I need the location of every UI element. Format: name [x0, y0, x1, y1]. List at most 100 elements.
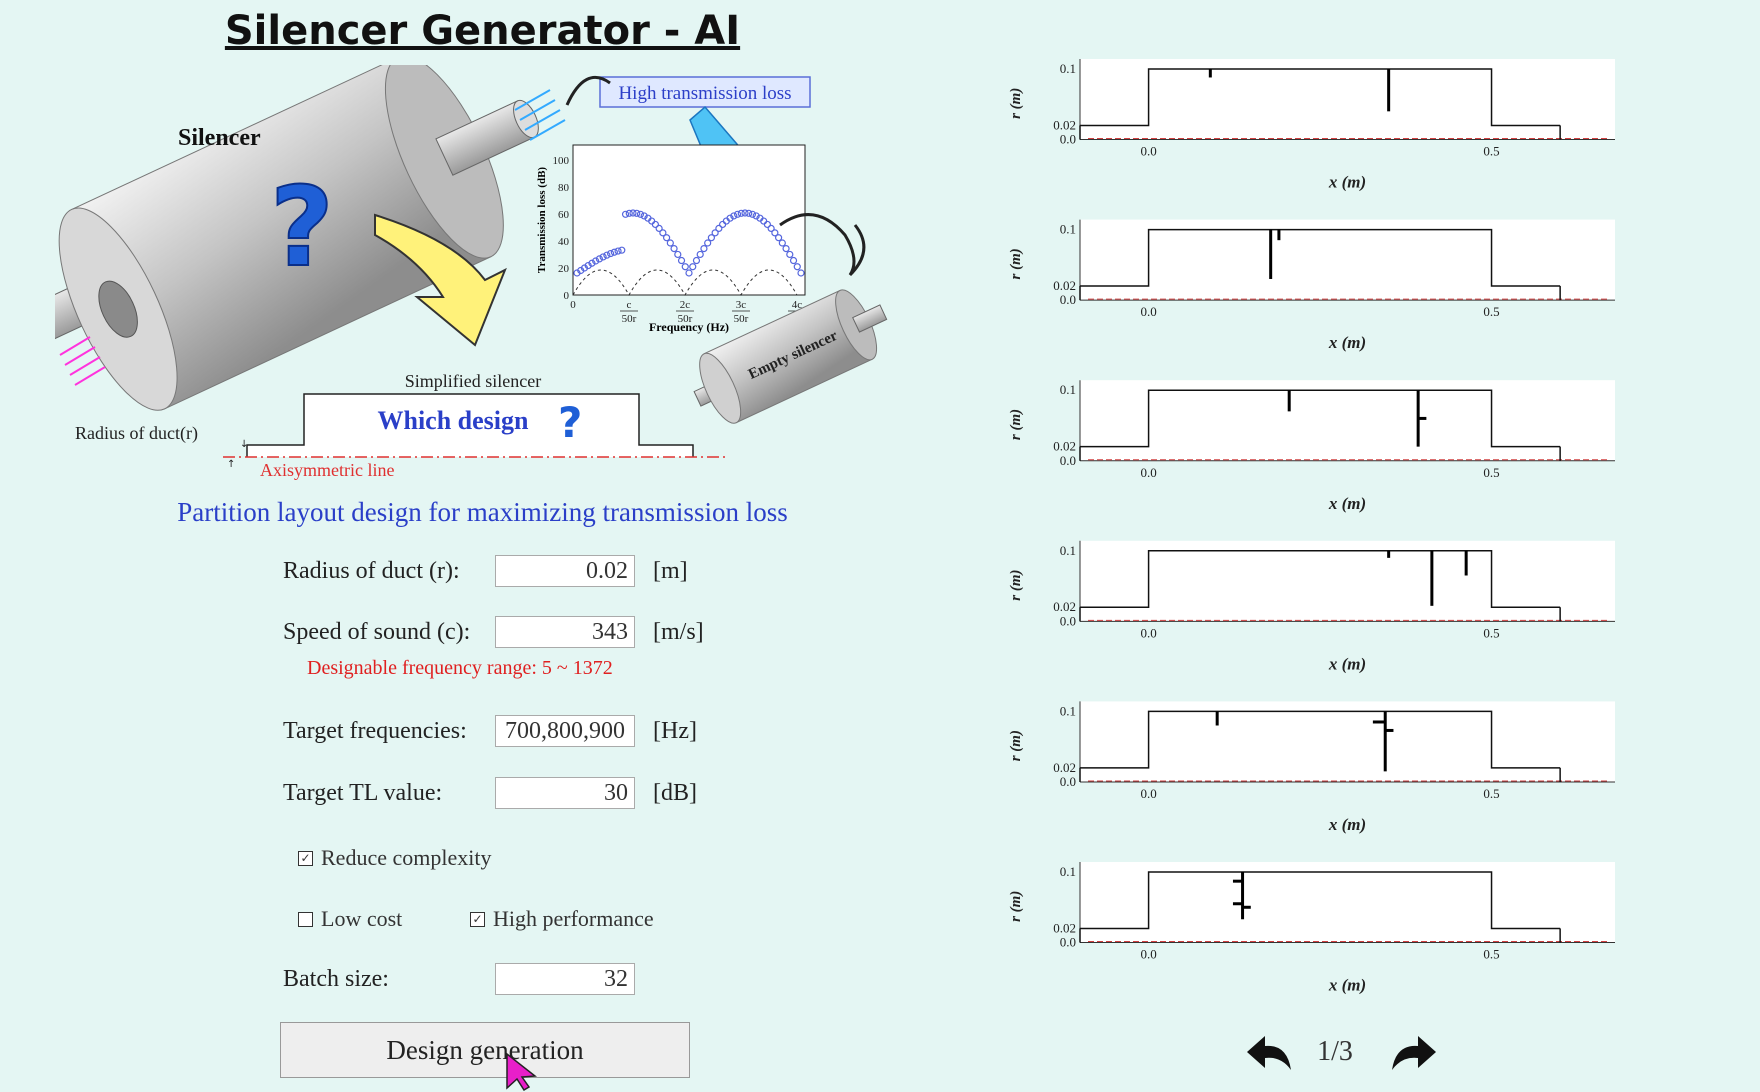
svg-text:Transmission loss (dB): Transmission loss (dB): [536, 167, 548, 273]
y-tick-label: 0.0: [1060, 935, 1076, 950]
pointer-cursor-icon: [506, 1052, 537, 1092]
batch-size-label: Batch size:: [283, 966, 389, 992]
tl-xtick-den: 50r: [622, 313, 637, 325]
radius-input[interactable]: [495, 555, 635, 587]
x-tick-label: 0.0: [1140, 786, 1156, 801]
silencer-illustration: Silencer ? High transmission loss 020406…: [55, 65, 888, 480]
y-axis-label: r (m): [1008, 891, 1024, 922]
silencer-outline: [1080, 389, 1561, 448]
svg-text:↓: ↓: [240, 439, 248, 450]
x-tick-label: 0.5: [1483, 786, 1499, 801]
tl-arrow-icon: [565, 75, 611, 106]
low-cost-box[interactable]: [298, 911, 313, 927]
target-tl-label: Target TL value:: [283, 780, 443, 806]
high-performance-box[interactable]: ✓: [470, 911, 485, 927]
radius-label: Radius of duct(r): [75, 423, 198, 444]
next-page-button[interactable]: [1388, 1030, 1440, 1074]
plot-area: [1080, 701, 1615, 782]
design-generation-button[interactable]: Design generation: [280, 1022, 690, 1078]
tl-ytick: 40: [558, 236, 570, 248]
speed-input[interactable]: [495, 616, 635, 648]
plot-area: [1080, 59, 1615, 140]
silencer-outline: [1080, 228, 1561, 287]
x-tick-label: 0.5: [1483, 625, 1499, 640]
radius-input-label: Radius of duct (r):: [283, 558, 460, 584]
radius-unit: [m]: [653, 558, 688, 584]
plot-area: [1080, 540, 1615, 622]
plot-area: [1080, 862, 1615, 943]
speed-input-label: Speed of sound (c):: [283, 619, 471, 645]
yellow-arrow-icon: [374, 213, 507, 347]
simplified-silencer-outline: [246, 393, 694, 457]
x-tick-label: 0.0: [1140, 144, 1156, 159]
high-tl-label-box: [599, 76, 811, 108]
x-axis-label: x (m): [1328, 173, 1366, 192]
curved-arrow-icon: [779, 213, 866, 277]
batch-size-input[interactable]: [495, 963, 635, 995]
x-tick-label: 0.5: [1483, 947, 1499, 962]
x-tick-label: 0.5: [1483, 465, 1499, 480]
x-axis-label: x (m): [1328, 815, 1366, 834]
simplified-label: Simplified silencer: [405, 371, 541, 391]
y-axis-label: r (m): [1008, 248, 1024, 279]
low-cost-checkbox[interactable]: Low cost: [298, 906, 402, 932]
x-tick-label: 0.5: [1483, 304, 1499, 319]
y-axis-label: r (m): [1008, 409, 1024, 440]
reduce-complexity-checkbox[interactable]: ✓ Reduce complexity: [298, 845, 491, 871]
y-tick-label: 0.02: [1053, 920, 1076, 935]
tl-ytick: 60: [558, 209, 570, 221]
svg-text:↑: ↑: [227, 459, 235, 470]
tl-xtick: 0: [570, 299, 576, 311]
target-freq-input[interactable]: [495, 715, 635, 747]
reduce-complexity-box[interactable]: ✓: [298, 850, 313, 866]
y-tick-label: 0.1: [1060, 703, 1076, 718]
target-freq-unit: [Hz]: [653, 718, 697, 744]
question-mark-icon: ?: [270, 163, 334, 291]
y-tick-label: 0.02: [1053, 117, 1076, 132]
high-tl-label: High transmission loss: [618, 83, 791, 104]
y-tick-label: 0.0: [1060, 292, 1076, 307]
question-mark-small-icon: ?: [558, 398, 582, 447]
svg-text:Frequency (Hz): Frequency (Hz): [649, 320, 729, 334]
tl-ytick: 20: [558, 263, 570, 275]
y-axis-label: r (m): [1008, 88, 1024, 119]
y-tick-label: 0.0: [1060, 132, 1076, 147]
x-axis-label: x (m): [1328, 654, 1366, 673]
y-tick-label: 0.1: [1060, 543, 1076, 558]
axis-label: Axisymmetric line: [260, 460, 394, 480]
silencer-cylinder: [55, 65, 539, 411]
silencer-outline: [1080, 68, 1561, 127]
y-tick-label: 0.1: [1060, 864, 1076, 879]
previous-page-button[interactable]: [1243, 1030, 1295, 1074]
y-tick-label: 0.1: [1060, 222, 1076, 237]
which-design-label: Which design: [378, 406, 530, 435]
page-indicator: 1/3: [1317, 1036, 1353, 1067]
silencer-outline: [1080, 550, 1561, 608]
y-tick-label: 0.02: [1053, 599, 1076, 614]
y-tick-label: 0.0: [1060, 774, 1076, 789]
section-title: Partition layout design for maximizing t…: [177, 497, 788, 527]
x-axis-label: x (m): [1328, 333, 1366, 352]
plot-area: [1080, 219, 1615, 301]
silencer-outline: [1080, 871, 1561, 930]
tl-xtick: c: [627, 299, 632, 311]
target-tl-input[interactable]: [495, 777, 635, 809]
y-tick-label: 0.0: [1060, 453, 1076, 468]
x-tick-label: 0.0: [1140, 304, 1156, 319]
speed-unit: [m/s]: [653, 619, 704, 645]
x-tick-label: 0.0: [1140, 465, 1156, 480]
tl-ytick: 100: [553, 155, 570, 167]
tl-ytick: 0: [564, 290, 570, 302]
high-performance-checkbox[interactable]: ✓ High performance: [470, 906, 654, 932]
y-axis-label: r (m): [1008, 569, 1024, 600]
freq-range-note: Designable frequency range: 5 ~ 1372: [307, 657, 613, 679]
empty-silencer-cylinder: Empty silencer: [693, 289, 888, 424]
x-tick-label: 0.0: [1140, 947, 1156, 962]
y-tick-label: 0.1: [1060, 382, 1076, 397]
x-tick-label: 0.0: [1140, 625, 1156, 640]
